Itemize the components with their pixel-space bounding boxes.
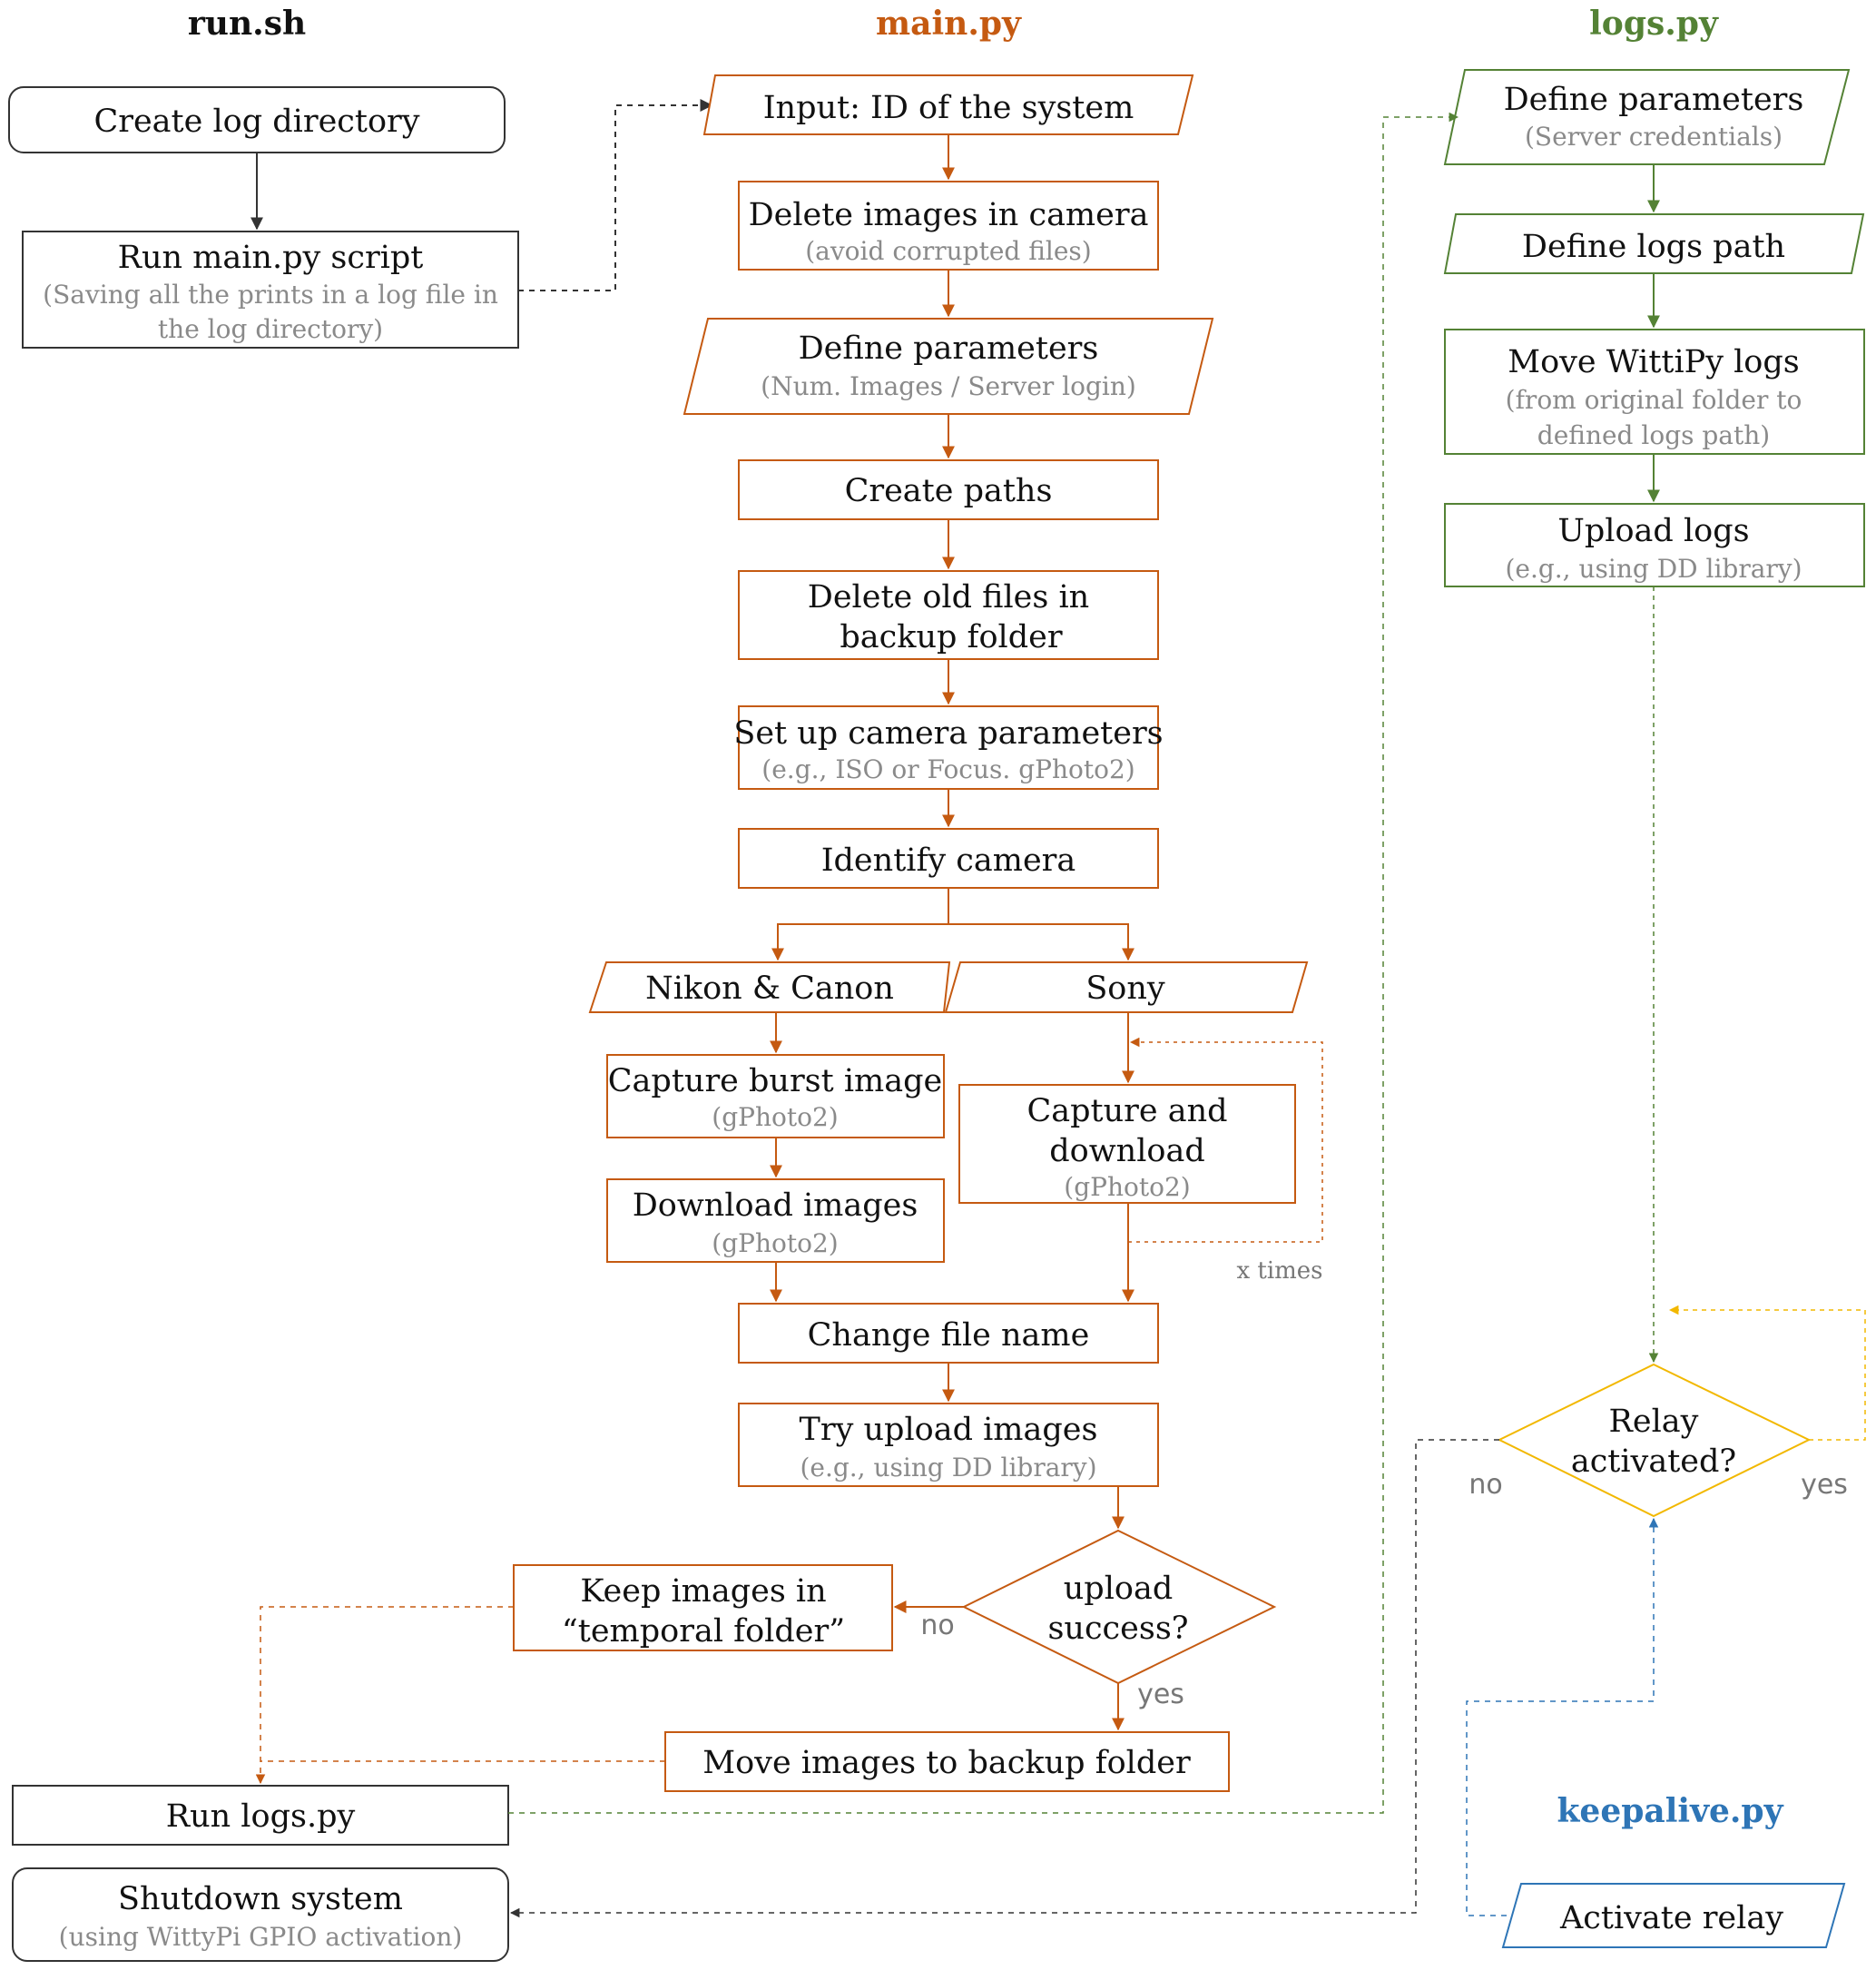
svg-text:Sony: Sony [1085, 970, 1165, 1007]
svg-text:Capture burst image: Capture burst image [608, 1063, 942, 1099]
input-id-node: Input: ID of the system [702, 74, 1194, 135]
svg-text:success?: success? [1047, 1610, 1188, 1647]
svg-text:Run main.py script: Run main.py script [118, 240, 424, 276]
shutdown-system-node: Shutdown system (using WittyPi GPIO acti… [12, 1867, 509, 1962]
svg-text:Create log directory: Create log directory [93, 103, 419, 140]
svg-text:(gPhoto2): (gPhoto2) [1064, 1172, 1190, 1202]
arrow-relay-yes-loop [1668, 1305, 1866, 1441]
svg-text:Activate relay: Activate relay [1559, 1900, 1783, 1936]
arrow-activate-relay-to-relay [1466, 1517, 1659, 1916]
run-main-script-node: Run main.py script (Saving all the print… [22, 231, 519, 349]
create-paths-node: Create paths [738, 459, 1159, 520]
svg-text:(gPhoto2): (gPhoto2) [712, 1228, 838, 1258]
move-backup-node: Move images to backup folder [664, 1731, 1230, 1792]
logspy-header: logs.py [1589, 5, 1719, 43]
download-images-node: Download images (gPhoto2) [606, 1178, 945, 1263]
arrow-identify-to-nikon-canon [771, 888, 949, 961]
svg-text:(Saving all the prints in a lo: (Saving all the prints in a log file in [43, 280, 498, 310]
svg-text:Relay: Relay [1609, 1404, 1699, 1440]
svg-text:Nikon & Canon: Nikon & Canon [645, 970, 894, 1007]
sony-node: Sony [944, 961, 1309, 1013]
define-parameters-node: Define parameters (Num. Images / Server … [683, 318, 1214, 415]
svg-text:(from original folder to: (from original folder to [1506, 385, 1802, 415]
try-upload-node: Try upload images (e.g., using DD librar… [738, 1403, 1159, 1487]
relay-activated-decision: Relay activated? [1497, 1363, 1812, 1518]
change-file-name-node: Change file name [738, 1303, 1159, 1364]
create-log-directory-node: Create log directory [8, 86, 506, 153]
svg-text:Define logs path: Define logs path [1522, 229, 1785, 265]
svg-text:Move WittiPy logs: Move WittiPy logs [1508, 344, 1799, 380]
arrow-run-main-to-input [518, 99, 713, 291]
svg-text:Shutdown system: Shutdown system [118, 1881, 403, 1917]
delete-old-files-node: Delete old files in backup folder [738, 570, 1159, 660]
mainpy-header: main.py [876, 5, 1022, 43]
keepalivepy-header: keepalive.py [1557, 1792, 1783, 1830]
svg-text:Upload logs: Upload logs [1557, 513, 1749, 549]
upload-no-label: no [920, 1610, 954, 1641]
relay-no-label: no [1468, 1469, 1502, 1501]
svg-text:(e.g., using DD library): (e.g., using DD library) [800, 1453, 1096, 1482]
svg-text:activated?: activated? [1571, 1443, 1736, 1480]
svg-text:(e.g., using DD library): (e.g., using DD library) [1505, 554, 1802, 584]
arrow-run-logs-to-logs-py [508, 112, 1459, 1814]
svg-text:Keep images in: Keep images in [580, 1573, 826, 1610]
run-logs-node: Run logs.py [12, 1785, 509, 1846]
setup-camera-node: Set up camera parameters (e.g., ISO or F… [733, 705, 1164, 790]
move-wittipy-logs-node: Move WittiPy logs (from original folder … [1444, 329, 1865, 455]
arrow-identify-to-sony [948, 923, 1134, 961]
runsh-header: run.sh [188, 5, 306, 43]
svg-text:backup folder: backup folder [840, 619, 1062, 655]
activate-relay-node: Activate relay [1501, 1883, 1846, 1948]
svg-text:(Num. Images / Server login): (Num. Images / Server login) [761, 371, 1136, 401]
svg-text:Identify camera: Identify camera [821, 842, 1076, 879]
svg-text:Download images: Download images [633, 1187, 918, 1224]
logs-define-parameters-node: Define parameters (Server credentials) [1443, 69, 1851, 165]
svg-text:download: download [1049, 1133, 1205, 1169]
svg-text:the log directory): the log directory) [158, 314, 383, 344]
svg-text:(Server credentials): (Server credentials) [1525, 122, 1783, 152]
svg-text:Input: ID of the system: Input: ID of the system [763, 90, 1134, 126]
define-logs-path-node: Define logs path [1443, 213, 1865, 274]
upload-logs-node: Upload logs (e.g., using DD library) [1444, 503, 1865, 587]
svg-text:Create paths: Create paths [845, 473, 1053, 509]
delete-images-node: Delete images in camera (avoid corrupted… [738, 181, 1159, 271]
relay-yes-label: yes [1801, 1469, 1848, 1501]
svg-text:Change file name: Change file name [808, 1317, 1090, 1354]
svg-text:Run logs.py: Run logs.py [166, 1798, 356, 1835]
capture-burst-node: Capture burst image (gPhoto2) [606, 1054, 945, 1138]
svg-text:defined logs path): defined logs path) [1537, 420, 1770, 450]
capture-download-node: Capture and download (gPhoto2) [958, 1084, 1296, 1204]
x-times-label: x times [1236, 1257, 1322, 1285]
svg-text:(gPhoto2): (gPhoto2) [712, 1102, 838, 1132]
svg-text:(avoid corrupted files): (avoid corrupted files) [805, 236, 1091, 266]
svg-text:upload: upload [1064, 1571, 1173, 1607]
keep-images-node: Keep images in “temporal folder” [513, 1564, 893, 1651]
upload-yes-label: yes [1137, 1679, 1184, 1710]
upload-success-decision: upload success? [961, 1529, 1277, 1685]
svg-text:Set up camera parameters: Set up camera parameters [733, 715, 1163, 752]
svg-text:Delete images in camera: Delete images in camera [749, 197, 1149, 233]
svg-text:Delete old files in: Delete old files in [808, 579, 1089, 616]
arrow-sony-loop-x-times [1128, 1037, 1323, 1243]
svg-text:Define parameters: Define parameters [1504, 82, 1804, 118]
svg-text:“temporal folder”: “temporal folder” [562, 1613, 845, 1650]
svg-text:Move images to backup folder: Move images to backup folder [702, 1745, 1191, 1781]
nikon-canon-node: Nikon & Canon [588, 961, 951, 1013]
svg-text:Define parameters: Define parameters [799, 330, 1099, 367]
arrow-keep-images-to-run-logs [255, 1606, 514, 1785]
svg-text:(using WittyPi GPIO activation: (using WittyPi GPIO activation) [59, 1922, 463, 1952]
arrow-relay-no-to-shutdown [509, 1439, 1499, 1918]
svg-text:Capture and: Capture and [1026, 1093, 1227, 1129]
identify-camera-node: Identify camera [738, 828, 1159, 889]
svg-text:(e.g., ISO or Focus. gPhoto2): (e.g., ISO or Focus. gPhoto2) [761, 754, 1134, 784]
svg-text:Try upload images: Try upload images [800, 1412, 1098, 1448]
